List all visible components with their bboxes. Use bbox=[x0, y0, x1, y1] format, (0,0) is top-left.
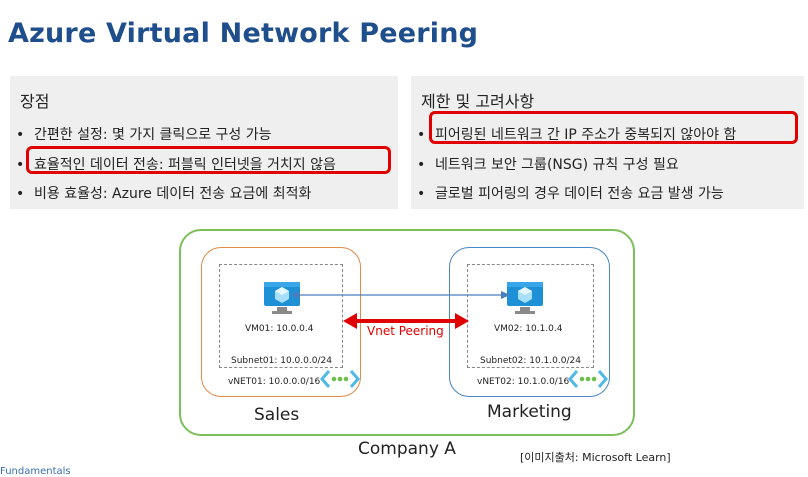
vm01-icon bbox=[264, 282, 300, 314]
pros-panel: 장점 • 간편한 설정: 몇 가지 클릭으로 구성 가능 • 효율적인 데이터 전송… bbox=[10, 76, 398, 209]
sales-subnet-label: Subnet01: 10.0.0.0/24 bbox=[231, 356, 332, 366]
vnet-peering-label: Vnet Peering bbox=[367, 324, 444, 338]
marketing-label: Marketing bbox=[487, 402, 572, 422]
bullet-icon: • bbox=[417, 157, 426, 173]
pros-heading: 장점 bbox=[20, 92, 50, 111]
pros-item-text: 비용 효율성: Azure 데이터 전송 요금에 최적화 bbox=[34, 186, 312, 202]
marketing-subnet-box bbox=[467, 264, 594, 368]
cons-item: • 글로벌 피어링의 경우 데이터 전송 요금 발생 가능 bbox=[417, 183, 724, 203]
cons-item-text: 글로벌 피어링의 경우 데이터 전송 요금 발생 가능 bbox=[435, 186, 724, 202]
sales-label: Sales bbox=[254, 405, 300, 425]
vm-connection-arrow bbox=[290, 291, 510, 299]
vnet02-icon bbox=[568, 370, 608, 388]
page-title: Azure Virtual Network Peering bbox=[8, 18, 479, 49]
bullet-icon: • bbox=[16, 186, 25, 202]
cons-heading: 제한 및 고려사항 bbox=[421, 92, 535, 111]
pros-item: • 간편한 설정: 몇 가지 클릭으로 구성 가능 bbox=[16, 124, 272, 144]
cons-highlight-box bbox=[429, 111, 798, 144]
vnet-peering-arrow bbox=[343, 313, 469, 329]
marketing-vnet-label: vNET02: 10.1.0.0/16 bbox=[477, 377, 570, 387]
vnet01-icon bbox=[320, 370, 360, 388]
marketing-vm-label: VM02: 10.1.0.4 bbox=[494, 324, 563, 334]
cons-item: • 네트워크 보안 그룹(NSG) 규칙 구성 필요 bbox=[417, 154, 679, 174]
pros-item: • 비용 효율성: Azure 데이터 전송 요금에 최적화 bbox=[16, 183, 311, 203]
pros-highlight-box bbox=[26, 146, 391, 174]
cons-item: • 피어링된 네트워크 간 IP 주소가 중복되지 않아야 함 bbox=[417, 124, 736, 144]
bullet-icon: • bbox=[417, 186, 426, 202]
bullet-icon: • bbox=[16, 157, 25, 173]
vm02-icon bbox=[507, 282, 543, 314]
cons-item-text: 피어링된 네트워크 간 IP 주소가 중복되지 않아야 함 bbox=[435, 127, 737, 143]
sales-vm-label: VM01: 10.0.0.4 bbox=[245, 324, 314, 334]
company-boundary bbox=[179, 229, 635, 436]
image-source-caption: [이미지출처: Microsoft Learn] bbox=[520, 451, 671, 464]
cons-item-text: 네트워크 보안 그룹(NSG) 규칙 구성 필요 bbox=[435, 157, 679, 173]
pros-item-text: 간편한 설정: 몇 가지 클릭으로 구성 가능 bbox=[34, 127, 272, 143]
sales-subnet-box bbox=[219, 264, 343, 368]
pros-item: • 효율적인 데이터 전송: 퍼블릭 인터넷을 거치지 않음 bbox=[16, 154, 336, 174]
sales-vnet-label: vNET01: 10.0.0.0/16 bbox=[228, 377, 321, 387]
footer-text: Fundamentals bbox=[0, 466, 71, 477]
bullet-icon: • bbox=[16, 127, 25, 143]
bullet-icon: • bbox=[417, 127, 426, 143]
company-label: Company A bbox=[358, 439, 456, 459]
pros-item-text: 효율적인 데이터 전송: 퍼블릭 인터넷을 거치지 않음 bbox=[34, 157, 336, 173]
marketing-subnet-label: Subnet02: 10.1.0.0/24 bbox=[480, 356, 581, 366]
